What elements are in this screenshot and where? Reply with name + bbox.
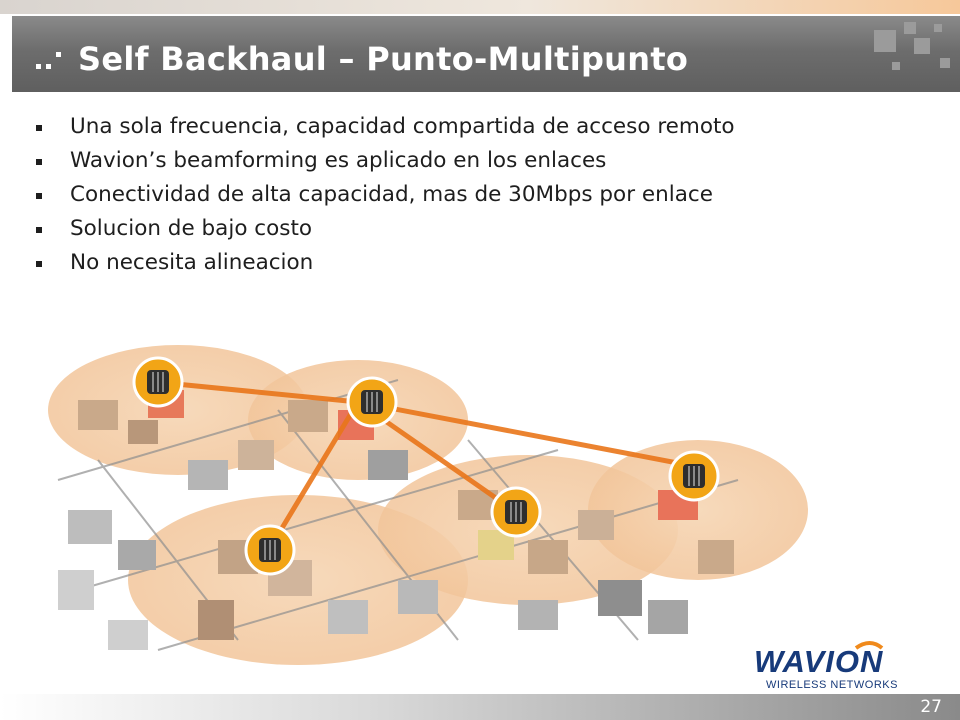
base-station-icon (361, 390, 383, 414)
bullet-square-icon (36, 227, 42, 233)
decorative-square (892, 62, 900, 70)
bullet-item: Solucion de bajo costo (36, 212, 735, 246)
bullet-text: Una sola frecuencia, capacidad compartid… (70, 114, 735, 139)
building (78, 400, 118, 430)
building (128, 420, 158, 444)
bullet-item: Wavion’s beamforming es aplicado en los … (36, 144, 735, 178)
bullet-text: Solucion de bajo costo (70, 216, 313, 241)
building (188, 460, 228, 490)
building (108, 620, 148, 650)
title-dots-icon (36, 52, 61, 69)
bullet-item: Una sola frecuencia, capacidad compartid… (36, 110, 735, 144)
bullet-text: Wavion’s beamforming es aplicado en los … (70, 148, 607, 173)
logo-swoosh (854, 641, 884, 650)
wireless-link (267, 399, 361, 551)
bullet-text: No necesita alineacion (70, 250, 314, 275)
base-station-icon (259, 538, 281, 562)
base-station-remote (490, 486, 542, 538)
bullet-square-icon (36, 125, 42, 131)
bullet-square-icon (36, 193, 42, 199)
base-station-remote (132, 356, 184, 408)
decorative-square (934, 24, 942, 32)
logo-tagline: WIRELESS NETWORKS (766, 679, 898, 691)
building (698, 540, 734, 574)
building (68, 510, 112, 544)
building (598, 580, 642, 616)
wireless-link (355, 399, 691, 468)
building (328, 600, 368, 634)
slide-header (12, 16, 960, 92)
network-illustration (48, 345, 808, 665)
base-station-icon (505, 500, 527, 524)
building (198, 600, 234, 640)
building (238, 440, 274, 470)
base-station-icon (147, 370, 169, 394)
building (518, 600, 558, 630)
building (578, 510, 614, 540)
building (288, 400, 328, 432)
building (58, 570, 94, 610)
bullet-text: Conectividad de alta capacidad, mas de 3… (70, 182, 713, 207)
building (528, 540, 568, 574)
decorative-square (874, 30, 896, 52)
city-buildings (58, 390, 734, 650)
base-station-remote (668, 450, 720, 502)
slide-footer: 27 (0, 694, 960, 720)
decorative-square (904, 22, 916, 34)
bullet-item: Conectividad de alta capacidad, mas de 3… (36, 178, 735, 212)
bullet-list: Una sola frecuencia, capacidad compartid… (36, 110, 735, 280)
building (368, 450, 408, 480)
base-station-remote (244, 524, 296, 576)
wireless-link (153, 379, 361, 405)
building (648, 600, 688, 634)
top-decorative-strip (0, 0, 960, 14)
bullet-square-icon (36, 261, 42, 267)
bullet-item: No necesita alineacion (36, 246, 735, 280)
building (398, 580, 438, 614)
page-number: 27 (920, 697, 942, 717)
decorative-square (940, 58, 950, 68)
logo-brand: WAVION (754, 644, 883, 679)
slide-title: Self Backhaul – Punto-Multipunto (78, 40, 689, 78)
base-station-hub (346, 376, 398, 428)
building (118, 540, 156, 570)
wavion-logo: WAVION WIRELESS NETWORKS (754, 641, 898, 691)
bullet-square-icon (36, 159, 42, 165)
base-station-icon (683, 464, 705, 488)
decorative-square (914, 38, 930, 54)
